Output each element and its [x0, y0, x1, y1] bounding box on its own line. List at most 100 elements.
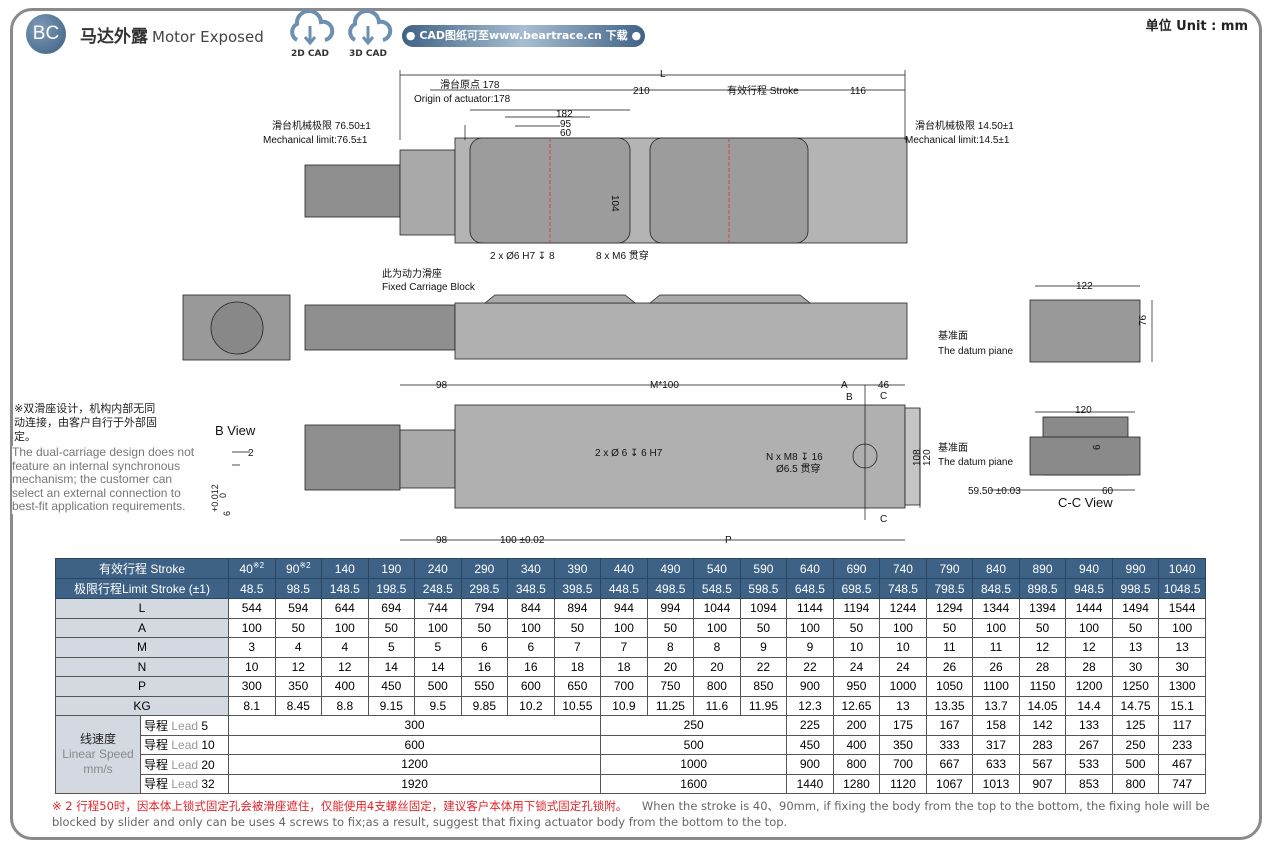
label-B: B: [846, 392, 853, 403]
label-C-top: C: [880, 391, 887, 402]
value-cell: 50: [646, 617, 695, 638]
value-cell: 10: [832, 637, 881, 658]
value-cell: 1294: [925, 598, 974, 619]
value-cell: 9.85: [460, 695, 509, 716]
cad-2d-button[interactable]: 2D CAD: [285, 9, 335, 59]
value-cell: 900: [786, 676, 834, 697]
label-C-bottom: C: [880, 514, 887, 525]
value-cell: 14.05: [1018, 695, 1067, 716]
value-cell: 100: [414, 617, 462, 638]
speed-cell: 233: [1158, 734, 1206, 755]
cad-3d-button[interactable]: 3D CAD: [343, 9, 393, 59]
speed-cell: 158: [972, 715, 1020, 736]
datum-cn: 基准面: [938, 329, 968, 342]
speed-cell: 907: [1018, 773, 1067, 794]
screw-note: 8 x M6 贯穿: [596, 249, 649, 262]
datum-en: The datum piane: [938, 346, 1013, 357]
value-cell: 500: [414, 676, 462, 697]
value-cell: 1044: [693, 598, 741, 619]
limit-cell: 148.5: [321, 578, 369, 599]
limit-cell: 648.5: [786, 578, 834, 599]
value-cell: 8: [693, 637, 741, 658]
footnote: ※ 2 行程50时，因本体上锁式固定孔会被滑座遮住，仅能使用4支螺丝固定，建议客…: [52, 798, 1212, 830]
value-cell: 600: [507, 676, 555, 697]
speed-cell: 317: [972, 734, 1020, 755]
value-cell: 744: [414, 598, 462, 619]
value-cell: 550: [460, 676, 509, 697]
row-label-kg: KG: [55, 695, 229, 716]
value-cell: 13: [879, 695, 927, 716]
speed-cell: 700: [879, 754, 927, 775]
value-cell: 9: [786, 637, 834, 658]
value-cell: 50: [460, 617, 509, 638]
value-cell: 20: [693, 656, 741, 677]
speed-cell: 142: [1018, 715, 1067, 736]
footnote-en: When the stroke is 40、90mm, if fixing th…: [52, 799, 1210, 829]
limit-cell: 48.5: [228, 578, 276, 599]
row-label-a: A: [55, 617, 229, 638]
value-cell: 22: [786, 656, 834, 677]
datum-en-cc: The datum piane: [938, 457, 1013, 468]
value-cell: 1150: [1018, 676, 1067, 697]
limit-cell: 298.5: [460, 578, 509, 599]
technical-drawing: L 滑台原点 178 Origin of actuator:178 210 有效…: [182, 69, 1153, 546]
value-cell: 12: [274, 656, 323, 677]
stroke-cell: 190: [367, 558, 416, 579]
value-cell: 12.65: [832, 695, 881, 716]
value-cell: 750: [646, 676, 695, 697]
value-cell: 3: [228, 637, 276, 658]
value-cell: 8.8: [321, 695, 369, 716]
value-cell: 100: [693, 617, 741, 638]
row-label-p: P: [55, 676, 229, 697]
dim-A: A: [841, 380, 848, 391]
value-cell: 7: [600, 637, 648, 658]
dual-carriage-note-en: The dual-carriage design does not featur…: [12, 445, 202, 514]
stroke-header: 有效行程 Stroke: [55, 558, 229, 579]
value-cell: 10.55: [553, 695, 602, 716]
body-bottom: [454, 404, 906, 509]
speed-cell: 1440: [786, 773, 834, 794]
speed-cell: 167: [925, 715, 974, 736]
pin-note: 2 x Ø6 H7 ↧ 8: [490, 251, 555, 262]
dim-104: 104: [609, 195, 620, 212]
value-cell: 50: [739, 617, 788, 638]
title-cn: 马达外露: [80, 27, 148, 47]
value-cell: 894: [553, 598, 602, 619]
value-cell: 50: [1111, 617, 1160, 638]
speed-cell: 283: [1018, 734, 1067, 755]
stroke-cell: 790: [925, 558, 974, 579]
b-tolerance: +0.012: [210, 484, 220, 512]
speed-merged: 1920: [227, 773, 602, 794]
speed-merged: 1000: [600, 754, 788, 775]
value-cell: 11.25: [646, 695, 695, 716]
value-cell: 13: [1158, 637, 1206, 658]
fixed-carriage-en: Fixed Carriage Block: [382, 282, 476, 293]
pin-note-bottom: 2 x Ø 6 ↧ 6 H7: [595, 448, 663, 459]
value-cell: 844: [507, 598, 555, 619]
stroke-cell: 990: [1111, 558, 1160, 579]
b-zero: 0: [218, 493, 228, 498]
speed-cell: 133: [1065, 715, 1113, 736]
stroke-cell: 390: [553, 558, 602, 579]
fixed-carriage-cn: 此为动力滑座: [382, 267, 442, 280]
value-cell: 1244: [879, 598, 927, 619]
lead-label: 导程 Lead 20: [140, 754, 229, 775]
limit-cell: 998.5: [1111, 578, 1160, 599]
value-cell: 1144: [786, 598, 834, 619]
value-cell: 1200: [1065, 676, 1113, 697]
speed-cell: 175: [879, 715, 927, 736]
value-cell: 10.9: [600, 695, 648, 716]
cad-download-link[interactable]: ● CAD图纸可至www.beartrace.cn 下载 ●: [402, 25, 645, 47]
value-cell: 13.35: [925, 695, 974, 716]
motor-top: [304, 164, 401, 218]
stroke-cell: 1040: [1158, 558, 1206, 579]
speed-merged: 1200: [227, 754, 602, 775]
stroke-cell: 840: [972, 558, 1020, 579]
value-cell: 10: [879, 637, 927, 658]
cloud-download-icon: [348, 9, 393, 46]
